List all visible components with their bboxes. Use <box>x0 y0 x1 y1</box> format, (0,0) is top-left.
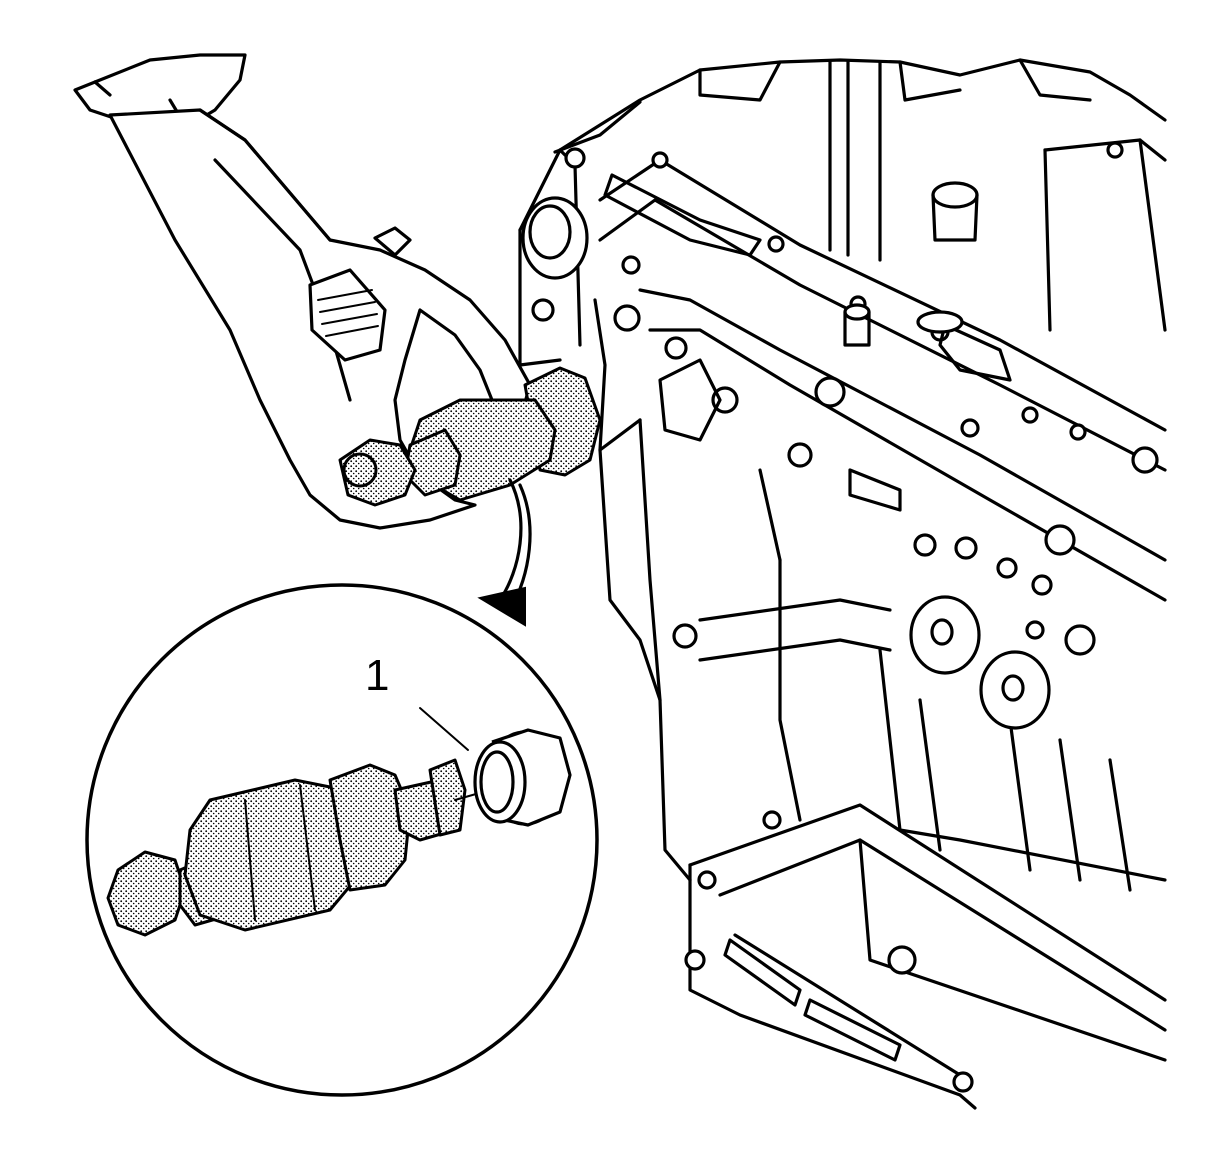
case-bosses <box>521 181 1051 730</box>
tool-sleeve <box>328 763 412 892</box>
callout-1: 1 <box>365 651 389 700</box>
adjustable-wrench <box>108 108 532 530</box>
seal <box>473 728 572 827</box>
detail-view: 1 <box>85 583 599 1097</box>
flange-bolt-holes <box>531 141 1159 1093</box>
bolt-head <box>106 850 187 937</box>
detail-arrow <box>477 478 532 627</box>
transmission-case <box>518 58 1167 1110</box>
installer-tool-on-case <box>338 366 602 507</box>
flange-slots <box>603 173 1012 1062</box>
callout-1-leader <box>419 707 469 751</box>
